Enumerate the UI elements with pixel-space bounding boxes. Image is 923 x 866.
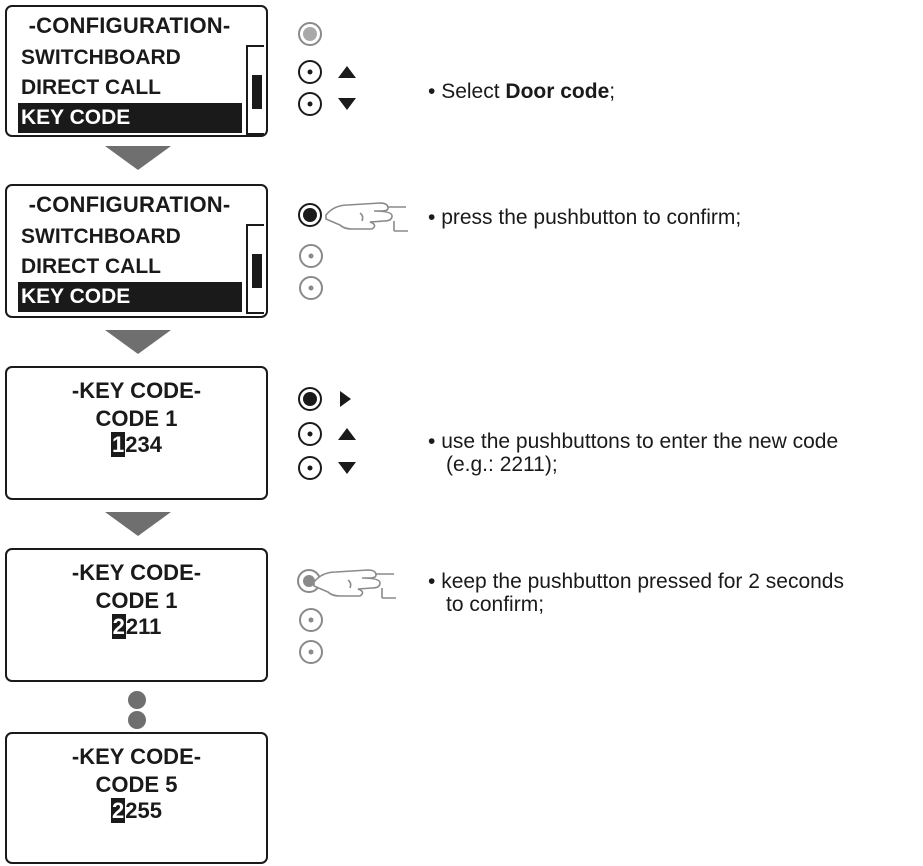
- code-label: CODE 5: [95, 772, 178, 797]
- pointing-hand-icon: [325, 202, 408, 232]
- menu-item-switchboard: SWITCHBOARD: [21, 225, 181, 248]
- code-label: CODE 1: [95, 406, 178, 431]
- flow-arrow-icon: [105, 512, 171, 536]
- down-arrow-icon: [338, 462, 356, 474]
- display-screen-5: -KEY CODE- CODE 5 2255: [5, 732, 268, 864]
- step-4-instruction: • keep the pushbutton pressed for 2 seco…: [428, 570, 918, 616]
- bullet: •: [428, 570, 436, 593]
- display-screen-3: -KEY CODE- CODE 1 1234: [5, 366, 268, 500]
- step-1-bold: Door code: [505, 80, 610, 103]
- key-code-title: -KEY CODE-: [71, 378, 202, 403]
- code-digits-rest: 255: [125, 798, 162, 823]
- code-digits: 1234: [7, 432, 266, 458]
- menu-item-key-code: KEY CODE: [18, 282, 242, 312]
- step-1-instruction: • Select Door code;: [428, 80, 918, 103]
- digit-cursor: 2: [111, 798, 126, 823]
- step-1-suffix: ;: [609, 80, 616, 103]
- menu-item-direct-call: DIRECT CALL: [21, 76, 161, 99]
- display-screen-4: -KEY CODE- CODE 1 2211: [5, 548, 268, 682]
- display-screen-2: -CONFIGURATION- SWITCHBOARD DIRECT CALL …: [5, 184, 268, 318]
- step-4-line2: to confirm;: [446, 593, 545, 616]
- code-label: CODE 1: [95, 588, 178, 613]
- pointing-hand-icon: [297, 569, 396, 599]
- push-button-icon: [298, 456, 322, 480]
- menu-title: -CONFIGURATION-: [28, 192, 231, 217]
- down-arrow-icon: [338, 98, 356, 110]
- push-button-icon: [299, 640, 323, 664]
- up-arrow-icon: [338, 428, 356, 440]
- step-2-text: press the pushbutton to confirm;: [441, 206, 742, 229]
- bullet: •: [428, 206, 436, 229]
- digit-cursor: 1: [111, 432, 126, 457]
- push-button-icon: [298, 22, 322, 46]
- step-3-instruction: • use the pushbuttons to enter the new c…: [428, 430, 918, 476]
- bullet: •: [428, 430, 436, 453]
- up-arrow-icon: [338, 66, 356, 78]
- push-button-icon: [298, 92, 322, 116]
- code-digits-rest: 211: [125, 614, 162, 639]
- step-1-text: Select: [441, 80, 506, 103]
- step-3-line2: (e.g.: 2211);: [446, 453, 558, 476]
- right-arrow-icon: [340, 391, 351, 407]
- ellipsis-dot-icon: [128, 691, 146, 709]
- menu-title: -CONFIGURATION-: [28, 13, 231, 38]
- ellipsis-dot-icon: [128, 711, 146, 729]
- push-button-icon: [298, 387, 322, 411]
- push-button-icon: [299, 244, 323, 268]
- code-digits: 2255: [7, 798, 266, 824]
- push-button-icon: [299, 276, 323, 300]
- step-2-instruction: • press the pushbutton to confirm;: [428, 206, 918, 229]
- scroll-thumb: [252, 254, 262, 288]
- key-code-title: -KEY CODE-: [71, 560, 202, 585]
- push-button-icon: [298, 422, 322, 446]
- scrollbar: [246, 224, 264, 314]
- menu-item-key-code: KEY CODE: [18, 103, 242, 133]
- flow-arrow-icon: [105, 330, 171, 354]
- scrollbar: [246, 45, 264, 135]
- code-digits: 2211: [7, 614, 266, 640]
- bullet: •: [428, 80, 436, 103]
- step-4-line1: keep the pushbutton pressed for 2 second…: [441, 570, 844, 593]
- flow-arrow-icon: [105, 146, 171, 170]
- code-digits-rest: 234: [125, 432, 162, 457]
- menu-item-direct-call: DIRECT CALL: [21, 255, 161, 278]
- display-screen-1: -CONFIGURATION- SWITCHBOARD DIRECT CALL …: [5, 5, 268, 137]
- digit-cursor: 2: [111, 614, 126, 639]
- menu-item-switchboard: SWITCHBOARD: [21, 46, 181, 69]
- step-3-line1: use the pushbuttons to enter the new cod…: [441, 430, 839, 453]
- push-button-icon: [299, 608, 323, 632]
- push-button-icon: [298, 60, 322, 84]
- push-button-icon: [298, 203, 322, 227]
- scroll-thumb: [252, 75, 262, 109]
- key-code-title: -KEY CODE-: [71, 744, 202, 769]
